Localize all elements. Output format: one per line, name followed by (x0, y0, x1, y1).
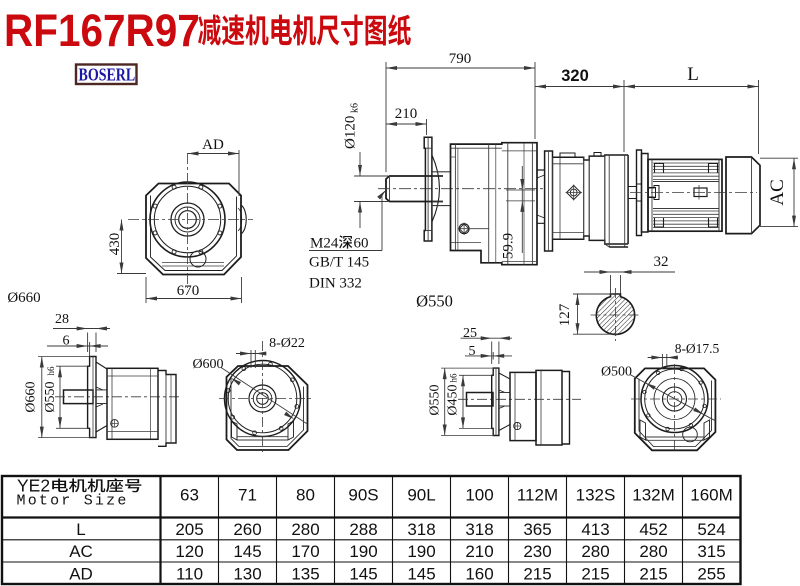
svg-text:215: 215 (523, 564, 551, 583)
svg-text:90S: 90S (348, 486, 378, 505)
svg-text:RF167R97: RF167R97 (4, 6, 200, 56)
svg-text:63: 63 (180, 486, 199, 505)
svg-text:430: 430 (107, 233, 123, 256)
svg-text:28: 28 (55, 312, 69, 327)
svg-text:Ø450: Ø450 (446, 384, 461, 415)
svg-text:524: 524 (697, 520, 725, 539)
svg-text:413: 413 (581, 520, 609, 539)
svg-text:BOSERL: BOSERL (79, 66, 136, 85)
svg-text:112M: 112M (517, 486, 558, 505)
svg-text:DIN 332: DIN 332 (309, 276, 362, 292)
svg-text:Ø500: Ø500 (601, 365, 632, 380)
svg-text:5: 5 (469, 344, 476, 359)
svg-text:145: 145 (407, 564, 435, 583)
svg-text:Ø550: Ø550 (428, 384, 443, 415)
svg-text:AC: AC (69, 542, 93, 561)
svg-text:288: 288 (349, 520, 377, 539)
svg-text:k6: k6 (350, 103, 361, 113)
svg-text:320: 320 (561, 67, 589, 85)
svg-text:452: 452 (639, 520, 667, 539)
svg-text:215: 215 (639, 564, 667, 583)
svg-text:135: 135 (291, 564, 319, 583)
svg-text:25: 25 (463, 326, 477, 341)
svg-text:145: 145 (349, 564, 377, 583)
svg-text:670: 670 (177, 283, 200, 299)
svg-text:190: 190 (407, 542, 435, 561)
svg-text:32: 32 (654, 254, 669, 270)
svg-text:AC: AC (767, 179, 788, 205)
svg-text:132M: 132M (632, 486, 675, 505)
svg-text:Motor Size: Motor Size (17, 493, 129, 510)
svg-text:190: 190 (349, 542, 377, 561)
svg-text:AD: AD (69, 564, 93, 583)
svg-text:205: 205 (175, 520, 203, 539)
svg-text:71: 71 (238, 486, 257, 505)
svg-text:59.9: 59.9 (501, 233, 517, 259)
svg-text:280: 280 (581, 542, 609, 561)
svg-text:L: L (76, 520, 85, 539)
svg-text:790: 790 (449, 51, 472, 67)
svg-text:Ø550: Ø550 (43, 381, 58, 412)
svg-text:Ø600: Ø600 (192, 357, 223, 372)
svg-text:280: 280 (639, 542, 667, 561)
svg-text:Ø660: Ø660 (7, 290, 40, 306)
svg-text:60: 60 (354, 236, 369, 252)
svg-text:230: 230 (523, 542, 551, 561)
svg-text:8-Ø22: 8-Ø22 (269, 336, 305, 351)
svg-text:M24: M24 (310, 236, 339, 252)
svg-text:210: 210 (395, 106, 418, 122)
svg-text:AD: AD (202, 137, 224, 153)
svg-text:170: 170 (291, 542, 319, 561)
svg-text:h6: h6 (46, 366, 56, 376)
svg-text:130: 130 (233, 564, 261, 583)
svg-text:160M: 160M (690, 486, 733, 505)
svg-text:318: 318 (465, 520, 493, 539)
svg-text:145: 145 (233, 542, 261, 561)
svg-text:318: 318 (407, 520, 435, 539)
svg-text:132S: 132S (576, 486, 616, 505)
svg-text:8-Ø17.5: 8-Ø17.5 (675, 341, 720, 356)
svg-text:Ø660: Ø660 (24, 381, 39, 412)
svg-text:260: 260 (233, 520, 261, 539)
svg-text:GB/T 145: GB/T 145 (309, 255, 369, 271)
svg-text:127: 127 (557, 303, 573, 326)
svg-text:110: 110 (176, 564, 203, 583)
svg-text:280: 280 (291, 520, 319, 539)
svg-text:h6: h6 (449, 373, 459, 383)
svg-text:215: 215 (581, 564, 609, 583)
svg-text:120: 120 (175, 542, 203, 561)
svg-text:80: 80 (296, 486, 315, 505)
svg-text:L: L (687, 64, 699, 85)
svg-text:315: 315 (697, 542, 725, 561)
svg-text:YE2: YE2 (17, 476, 50, 496)
svg-text:100: 100 (465, 486, 493, 505)
svg-text:255: 255 (697, 564, 725, 583)
svg-text:6: 6 (63, 334, 70, 349)
svg-text:160: 160 (465, 564, 493, 583)
svg-text:Ø550: Ø550 (416, 292, 453, 311)
svg-text:365: 365 (523, 520, 551, 539)
svg-text:210: 210 (465, 542, 493, 561)
svg-text:90L: 90L (407, 486, 435, 505)
svg-text:Ø120: Ø120 (343, 116, 359, 149)
